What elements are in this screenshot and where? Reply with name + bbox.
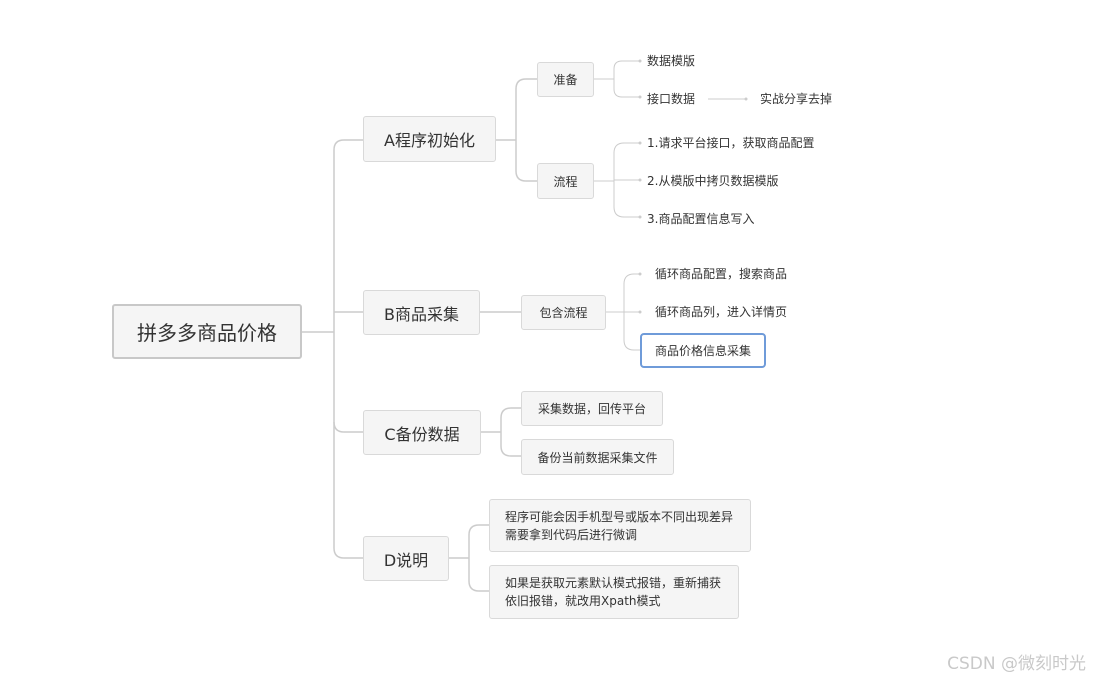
prep-node[interactable]: 准备: [537, 62, 594, 97]
note-line: 需要拿到代码后进行微调: [505, 528, 638, 542]
leaf-node[interactable]: 2.从模版中拷贝数据模版: [647, 174, 779, 188]
leaf-node[interactable]: 1.请求平台接口，获取商品配置: [647, 136, 815, 150]
watermark: CSDN @微刻时光: [947, 654, 1086, 674]
flow-node[interactable]: 流程: [537, 163, 594, 199]
leaf-node[interactable]: 循环商品列，进入详情页: [655, 305, 788, 319]
prep-node-label: 准备: [553, 73, 578, 87]
contains-flow-node[interactable]: 包含流程: [521, 295, 606, 330]
backup-item-node[interactable]: 采集数据，回传平台: [521, 391, 663, 426]
note-node[interactable]: 如果是获取元素默认模式报错，重新捕获 依旧报错，就改用Xpath模式: [489, 565, 739, 619]
note-node[interactable]: 程序可能会因手机型号或版本不同出现差异 需要拿到代码后进行微调: [489, 499, 751, 552]
root-node[interactable]: 拼多多商品价格: [112, 304, 302, 359]
backup-item-node[interactable]: 备份当前数据采集文件: [521, 439, 674, 475]
selected-leaf-node[interactable]: 商品价格信息采集: [640, 333, 766, 368]
leaf-node[interactable]: 数据模版: [647, 54, 696, 68]
branch-c-node[interactable]: C备份数据: [363, 410, 481, 455]
branch-a-node[interactable]: A程序初始化: [363, 116, 496, 162]
note-line: 如果是获取元素默认模式报错，重新捕获: [505, 576, 722, 590]
root-node-label: 拼多多商品价格: [137, 321, 277, 345]
branch-a-label: A程序初始化: [384, 131, 475, 150]
branch-c-label: C备份数据: [384, 424, 460, 444]
leaf-node[interactable]: 3.商品配置信息写入: [647, 212, 755, 226]
backup-item-label: 备份当前数据采集文件: [537, 450, 658, 465]
leaf-node[interactable]: 循环商品配置，搜索商品: [655, 267, 788, 281]
branch-b-node[interactable]: B商品采集: [363, 290, 480, 335]
contains-flow-node-label: 包含流程: [539, 306, 588, 320]
leaf-node[interactable]: 实战分享去掉: [760, 92, 833, 106]
leaf-node[interactable]: 接口数据: [647, 92, 696, 106]
branch-d-node[interactable]: D说明: [363, 536, 449, 581]
flow-node-label: 流程: [553, 174, 578, 189]
note-line: 程序可能会因手机型号或版本不同出现差异: [505, 510, 734, 524]
branch-b-label: B商品采集: [384, 304, 459, 324]
selected-leaf-label: 商品价格信息采集: [654, 344, 751, 358]
branch-d-label: D说明: [383, 550, 429, 570]
note-line: 依旧报错，就改用Xpath模式: [505, 594, 661, 608]
backup-item-label: 采集数据，回传平台: [537, 402, 646, 416]
